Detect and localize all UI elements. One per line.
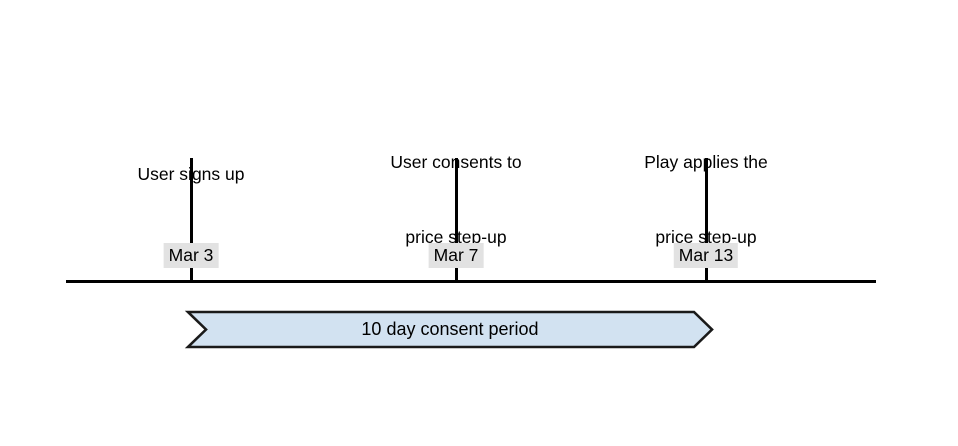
event-caption-line: Play applies the: [644, 152, 768, 172]
event-caption-consent: User consents to price step-up: [390, 100, 521, 300]
arrow-banner-shape: [187, 311, 713, 348]
event-caption-signup: User signs up: [138, 112, 245, 237]
event-tick-consent: [455, 158, 458, 282]
event-caption-apply: Play applies the price step-up: [644, 100, 768, 300]
event-caption-line: User consents to: [390, 152, 522, 172]
event-caption-line: price step-up: [655, 227, 757, 247]
timeline-axis: [66, 280, 876, 283]
event-caption-line: price step-up: [405, 227, 507, 247]
date-chip-signup: Mar 3: [163, 243, 219, 268]
event-caption-line: User signs up: [137, 164, 245, 184]
event-tick-signup: [190, 158, 193, 282]
date-chip-consent: Mar 7: [428, 243, 484, 268]
date-chip-apply: Mar 13: [673, 243, 739, 268]
event-tick-apply: [705, 158, 708, 282]
consent-period-banner: 10 day consent period: [187, 311, 713, 348]
